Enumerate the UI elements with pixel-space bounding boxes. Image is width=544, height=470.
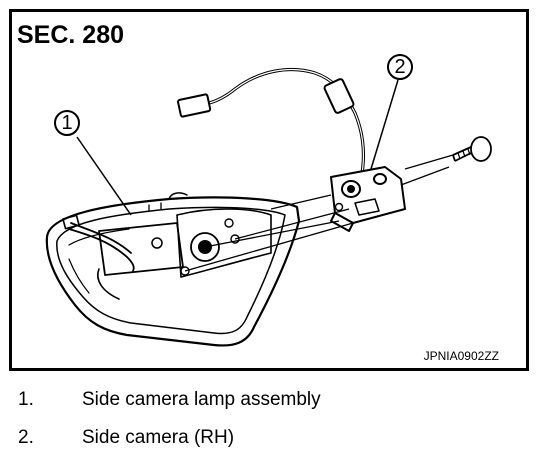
callout-number-1: 1 — [61, 112, 73, 134]
legend-number: 1. — [18, 389, 34, 410]
figure-frame — [9, 9, 529, 371]
reference-code: JPNIA0902ZZ — [423, 349, 499, 363]
diagram-figure: SEC. 280 1 2 JPNIA0902ZZ — [9, 9, 529, 371]
legend-text: Side camera lamp assembly — [82, 389, 321, 410]
camera-harness — [177, 67, 366, 181]
callout-number-2: 2 — [394, 56, 406, 78]
mounting-screw — [452, 136, 492, 162]
assembly-guides — [184, 154, 454, 272]
assembly-illustration — [9, 9, 529, 371]
side-camera — [330, 166, 406, 232]
callout-circle-1 — [54, 110, 80, 136]
callout-leaders — [76, 79, 399, 216]
legend-text: Side camera (RH) — [82, 427, 235, 448]
legend-number: 2. — [18, 427, 34, 448]
section-label: SEC. 280 — [17, 21, 125, 49]
callout-circle-2 — [387, 54, 413, 80]
mirror-housing — [45, 192, 301, 347]
